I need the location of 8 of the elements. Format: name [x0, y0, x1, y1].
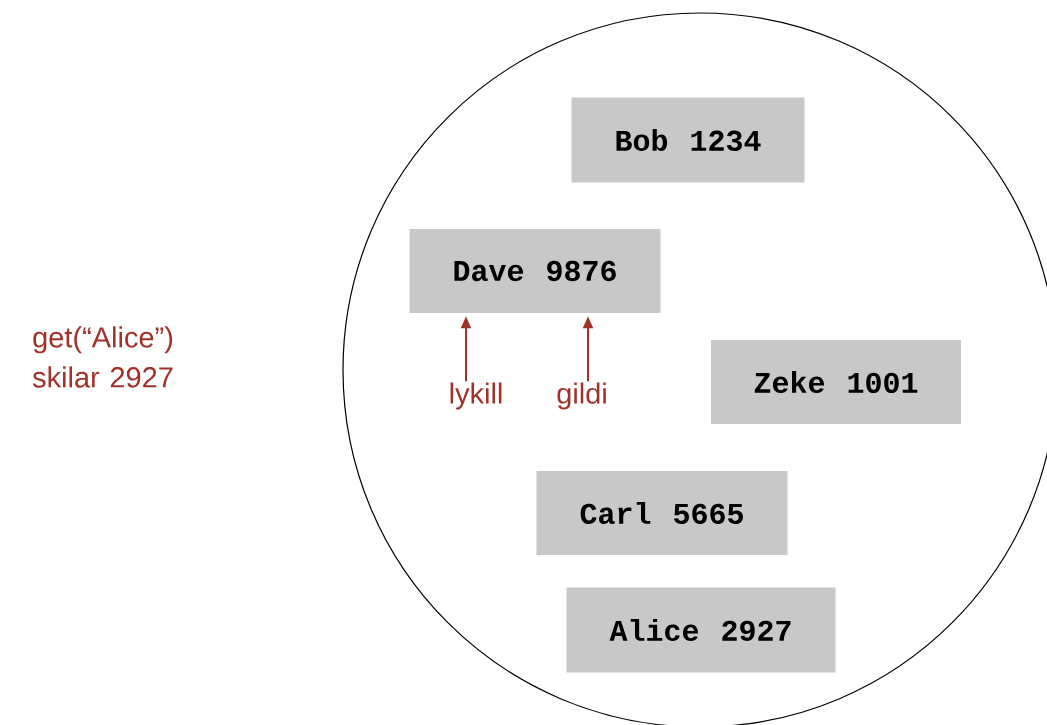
record-box: Carl 5665	[536, 471, 788, 555]
record-box: Dave 9876	[409, 229, 661, 313]
record-box: Zeke 1001	[711, 340, 961, 424]
note-text: get(“Alice”) skilar 2927	[32, 326, 173, 388]
leader-text: gildi	[557, 382, 606, 410]
record-box: Bob 1234	[571, 97, 805, 183]
record-box: Alice 2927	[566, 587, 836, 673]
leader-text: lykill	[450, 382, 502, 410]
